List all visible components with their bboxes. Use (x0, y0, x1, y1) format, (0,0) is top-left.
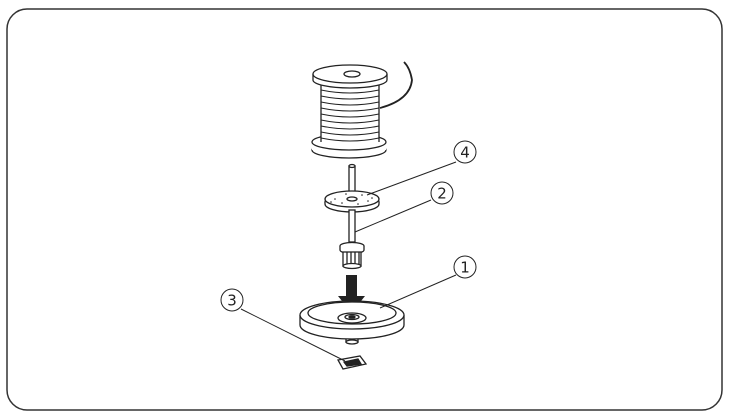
callout-2: 2 (430, 181, 454, 205)
thread-spool (311, 61, 413, 159)
spool-felt (324, 163, 380, 213)
spool-pin-base (299, 300, 405, 345)
frame (6, 8, 723, 411)
callout-1: 1 (453, 255, 477, 279)
leader-4 (366, 161, 457, 196)
callout-3-label: 3 (227, 292, 237, 310)
callout-4-label: 4 (460, 144, 470, 162)
callout-3: 3 (220, 288, 244, 312)
mounting-hole (336, 355, 368, 370)
callout-2-label: 2 (437, 185, 447, 203)
callout-1-label: 1 (460, 259, 470, 277)
spool-pin (339, 209, 365, 270)
leader-1 (379, 274, 457, 309)
leader-3 (240, 308, 346, 362)
leader-2 (354, 199, 432, 233)
callout-4: 4 (453, 140, 477, 164)
leader-lines (240, 161, 457, 362)
